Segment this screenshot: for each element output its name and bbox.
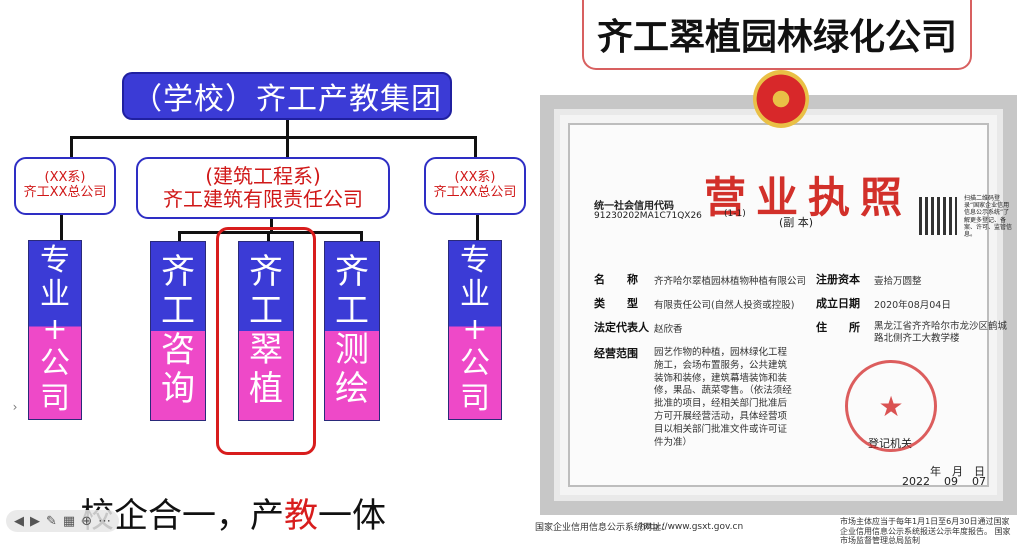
slogan-highlight: 教 xyxy=(284,496,318,536)
qr-code xyxy=(919,197,957,235)
issue-month-unit: 月 xyxy=(952,465,963,478)
issue-year: 2022 xyxy=(902,475,930,488)
connector xyxy=(178,231,363,234)
connector xyxy=(70,136,475,139)
prev-slide-icon[interactable]: ◀ xyxy=(14,513,24,529)
type-value: 有限责任公司(自然人投资或控股) xyxy=(654,300,795,311)
connector xyxy=(286,120,289,137)
col-char: 测 xyxy=(335,330,369,370)
dept-line2: 齐工XX总公司 xyxy=(23,185,107,200)
dept-box-right: (XX系) 齐工XX总公司 xyxy=(424,157,526,215)
qr-note: 扫描二维码登录“国家企业信用信息公示系统”了解更多登记、备案、许可、监管信息。 xyxy=(964,195,1013,238)
connector xyxy=(474,136,477,158)
company-title: 齐工翠植园林绿化公司 xyxy=(582,0,972,70)
connector xyxy=(286,136,289,157)
issue-year-unit: 年 xyxy=(930,465,941,478)
col-char: 工 xyxy=(249,290,283,331)
connector xyxy=(60,214,63,240)
date-label: 成立日期 xyxy=(816,297,860,310)
column-major-company-left: 专 业 + 公 司 xyxy=(28,240,82,420)
scope-value: 园艺作物的种植，园林绿化工程施工，会场布置服务，公共建筑装饰和装修，建筑幕墙装饰… xyxy=(654,347,792,448)
col-char: 司 xyxy=(40,380,70,416)
dept-line1: (XX系) xyxy=(454,170,496,186)
more-icon[interactable]: ⋯ xyxy=(98,513,112,529)
official-seal: ★ xyxy=(845,360,937,452)
connector xyxy=(178,231,181,241)
issue-day-unit: 日 xyxy=(974,465,985,478)
issue-month: 09 xyxy=(944,475,958,488)
col-char: 工 xyxy=(335,290,369,331)
pen-icon[interactable]: ✎ xyxy=(46,513,57,529)
grid-icon[interactable]: ▦ xyxy=(62,513,76,529)
col-char: 司 xyxy=(460,380,490,416)
credit-label: 统一社会信用代码 xyxy=(594,201,674,212)
national-emblem xyxy=(753,70,809,128)
col-char: + xyxy=(42,311,68,347)
col-char: 公 xyxy=(40,346,70,382)
credit-code: 91230202MA1C71QX26 xyxy=(594,211,702,221)
slogan-part: 产 xyxy=(250,496,284,536)
col-char: 绘 xyxy=(335,369,369,410)
capital-label: 注册资本 xyxy=(816,273,860,286)
copy-number: (1-1) xyxy=(724,209,746,219)
slogan-part: 一体 xyxy=(318,496,386,536)
connector xyxy=(360,231,363,241)
group-title: （学校）齐工产教集团 xyxy=(132,82,442,117)
dept-box-left: (XX系) 齐工XX总公司 xyxy=(14,157,116,215)
footer-site-label: 国家企业信用信息公示系统网址： xyxy=(535,523,671,533)
legal-value: 赵欣香 xyxy=(654,324,683,335)
address-value: 黑龙江省齐齐哈尔市龙沙区鹤城路北侧齐工大教学楼 xyxy=(874,321,1008,345)
dept-box-center: (建筑工程系) 齐工建筑有限责任公司 xyxy=(136,157,390,219)
col-char: 业 xyxy=(40,277,70,313)
address-label: 住 所 xyxy=(816,321,860,334)
col-char: 植 xyxy=(249,369,283,410)
license-title: 营业执照 xyxy=(704,173,913,222)
col-char: 齐 xyxy=(249,251,283,292)
group-title-box: （学校）齐工产教集团 xyxy=(122,72,452,120)
col-char: 专 xyxy=(460,242,490,278)
capital-value: 壹拾万圆整 xyxy=(874,276,922,287)
slogan: 校企合一，产教一体 xyxy=(80,488,386,537)
connector xyxy=(70,136,73,158)
col-char: 翠 xyxy=(249,330,283,370)
legal-label: 法定代表人 xyxy=(594,321,649,334)
footer-note-text: 市场主体应当于每年1月1日至6月30日通过国家企业信用信息公示系统报送公示年度报… xyxy=(840,517,1010,536)
slide-toolbar: ◀ ▶ ✎ ▦ ⊕ ⋯ xyxy=(6,510,120,532)
column-consulting: 齐 工 咨 询 xyxy=(150,241,206,421)
dept-line1: (XX系) xyxy=(44,170,86,186)
highlight-frame xyxy=(216,227,316,455)
name-value: 齐齐哈尔翠植园林植物种植有限公司 xyxy=(654,276,807,287)
date-value: 2020年08月04日 xyxy=(874,300,951,311)
connector xyxy=(270,218,273,233)
copy-label: (副 本) xyxy=(779,216,814,229)
expand-arrow-icon[interactable]: › xyxy=(12,400,18,414)
col-char: 咨 xyxy=(161,330,195,370)
col-char: 工 xyxy=(161,290,195,331)
col-char: 专 xyxy=(40,242,70,278)
dept-line2: 齐工建筑有限责任公司 xyxy=(163,187,363,211)
name-label: 名 称 xyxy=(594,273,638,286)
next-slide-icon[interactable]: ▶ xyxy=(30,513,40,529)
column-landscaping: 齐 工 翠 植 xyxy=(238,241,294,421)
col-char: 齐 xyxy=(161,251,195,292)
zoom-icon[interactable]: ⊕ xyxy=(81,513,93,529)
col-char: 询 xyxy=(161,369,195,410)
dept-line1: (建筑工程系) xyxy=(205,164,321,188)
footer-note: 市场主体应当于每年1月1日至6月30日通过国家企业信用信息公示系统报送公示年度报… xyxy=(840,517,1015,546)
dept-line2: 齐工XX总公司 xyxy=(433,185,517,200)
column-surveying: 齐 工 测 绘 xyxy=(324,241,380,421)
col-char: 公 xyxy=(460,346,490,382)
issue-day: 07 xyxy=(972,475,986,488)
connector xyxy=(476,214,479,240)
scope-label: 经营范围 xyxy=(594,347,638,360)
col-char: 齐 xyxy=(335,251,369,292)
type-label: 类 型 xyxy=(594,297,638,310)
column-major-company-right: 专 业 + 公 司 xyxy=(448,240,502,420)
connector xyxy=(267,231,270,241)
footer-url: http://www.gsxt.gov.cn xyxy=(640,522,744,532)
business-license: 营业执照 统一社会信用代码 91230202MA1C71QX26 (1-1) (… xyxy=(540,95,1017,515)
col-char: + xyxy=(462,311,488,347)
col-char: 业 xyxy=(460,277,490,313)
